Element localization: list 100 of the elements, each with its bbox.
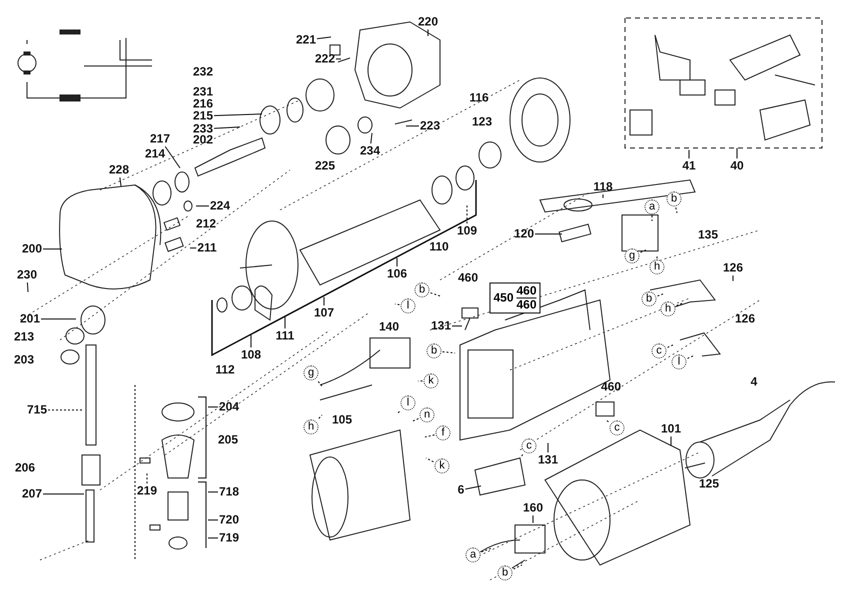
leader-line	[667, 344, 674, 348]
callout-number: 40	[730, 160, 744, 172]
callout-number: 222	[314, 52, 336, 66]
callout-number: 220	[418, 16, 438, 28]
leader-line	[676, 302, 684, 306]
callout-number: 230	[16, 268, 38, 282]
callout-number: 212	[196, 218, 216, 230]
wire-letter: f	[436, 426, 450, 440]
leader-line	[40, 318, 76, 320]
callout-number: 203	[14, 354, 34, 366]
wire-letter: g	[624, 248, 640, 264]
leader-line	[164, 146, 180, 168]
callout-number: 221	[296, 34, 316, 46]
wire-letter: k	[424, 374, 438, 388]
wire-letter: h	[304, 420, 318, 434]
leader-line	[464, 486, 482, 490]
wire-letter: n	[420, 408, 434, 422]
callout-number: 207	[22, 488, 42, 500]
leader-line	[418, 380, 423, 382]
leader-line	[316, 36, 332, 40]
leader-line	[146, 472, 148, 484]
wire-letter: b	[414, 282, 430, 298]
callout-number: 6	[458, 484, 464, 496]
callout-number: 201	[20, 312, 40, 326]
callout-number: 233	[192, 122, 214, 136]
callout-number: 126	[734, 312, 756, 326]
leader-line	[398, 411, 400, 414]
callout-number: 234	[360, 144, 380, 158]
callout-number: 126	[722, 262, 744, 274]
callout-number: 219	[136, 484, 158, 498]
callout-number: 131	[430, 320, 452, 332]
callout-number: 715	[26, 404, 48, 416]
callout-number: 107	[314, 306, 334, 320]
leader-line	[513, 564, 522, 570]
leader-line	[284, 316, 286, 329]
leader-line	[430, 292, 440, 296]
callout-number: 112	[215, 364, 235, 376]
leader-line	[214, 126, 240, 129]
leader-line	[602, 194, 604, 198]
leader-line	[396, 258, 398, 267]
wire-letter: b	[498, 566, 512, 580]
leader-line	[736, 148, 738, 159]
wire-letter: l	[672, 354, 686, 370]
callout-number: 231	[192, 86, 214, 98]
callout-number: 105	[332, 414, 352, 426]
callout-number: 206	[14, 462, 36, 474]
callout-number: 719	[218, 532, 240, 544]
callout-number: 224	[210, 200, 230, 212]
leader-line	[732, 275, 734, 282]
leader-line	[675, 207, 678, 214]
leader-line	[318, 414, 322, 419]
wire-letter: c	[522, 438, 536, 454]
callout-number: 200	[22, 242, 42, 256]
leader-line	[466, 204, 468, 224]
callout-number: 232	[192, 66, 214, 78]
wire-letter: c	[610, 420, 624, 436]
wire-letter: g	[304, 366, 318, 380]
callout-number: 135	[698, 228, 718, 242]
callout-number: 228	[108, 164, 130, 176]
callout-number: 205	[218, 434, 238, 446]
wire-letter: b	[426, 344, 442, 358]
wire-letter: h	[650, 260, 664, 274]
callout-number: 123	[472, 116, 492, 128]
leader-line	[640, 250, 646, 253]
callout-number: 460	[458, 272, 478, 284]
leader-line	[442, 351, 456, 354]
callout-number: 460	[516, 284, 537, 298]
leader-line	[657, 294, 664, 296]
leader-line	[606, 420, 609, 422]
leader-line	[532, 515, 534, 524]
leader-line	[481, 548, 492, 552]
callout-number: 460	[600, 380, 622, 394]
leader-line	[426, 458, 434, 462]
callout-number: 214	[144, 148, 166, 160]
callout-number: 213	[14, 330, 34, 344]
wire-letter: b	[642, 292, 656, 306]
callout-number: 120	[514, 228, 534, 240]
callout-number: 116	[469, 92, 489, 104]
callout-number: 720	[218, 514, 240, 526]
leader-line	[214, 114, 262, 116]
leader-line	[656, 254, 658, 259]
wire-letter: h	[660, 302, 676, 316]
callout-number: 41	[682, 160, 696, 172]
leader-line	[208, 406, 218, 408]
callout-number: 109	[456, 224, 478, 238]
callout-number: 160	[522, 502, 544, 514]
wire-letter: a	[466, 548, 480, 562]
callout-number: 460	[516, 298, 537, 312]
callout-number: 216	[192, 98, 214, 110]
callout-number: 125	[698, 478, 720, 490]
leader-line	[394, 304, 400, 306]
leader-line	[670, 436, 672, 446]
callout-box	[489, 282, 541, 314]
callout-number: 118	[593, 180, 613, 194]
leader-line	[424, 434, 435, 438]
callout-number: 718	[218, 486, 240, 498]
callout-number: 110	[429, 240, 449, 254]
wire-letter: k	[434, 458, 450, 474]
wire-letter: a	[644, 200, 660, 214]
callout-number: 108	[240, 348, 262, 362]
